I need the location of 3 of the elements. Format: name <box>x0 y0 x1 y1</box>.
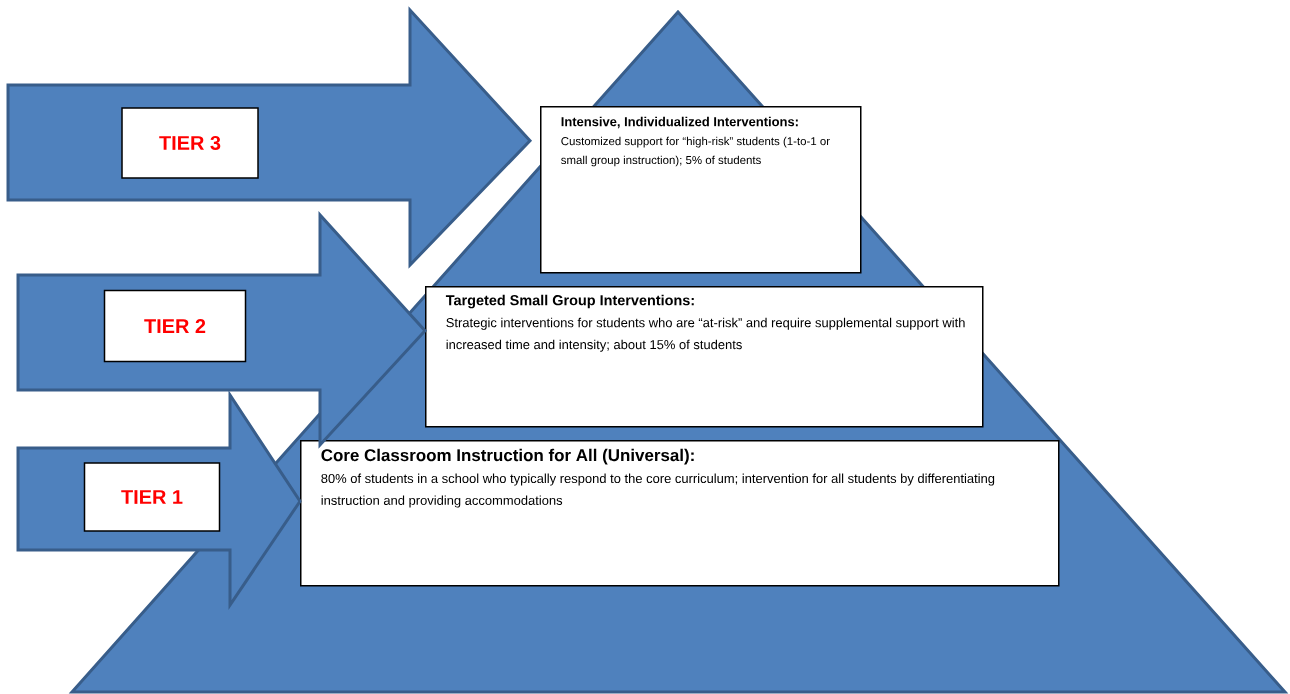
edge-label: TIER 1 <box>83 462 221 532</box>
edge-label: TIER 3 <box>121 107 259 179</box>
edge-label: TIER 2 <box>103 289 247 363</box>
